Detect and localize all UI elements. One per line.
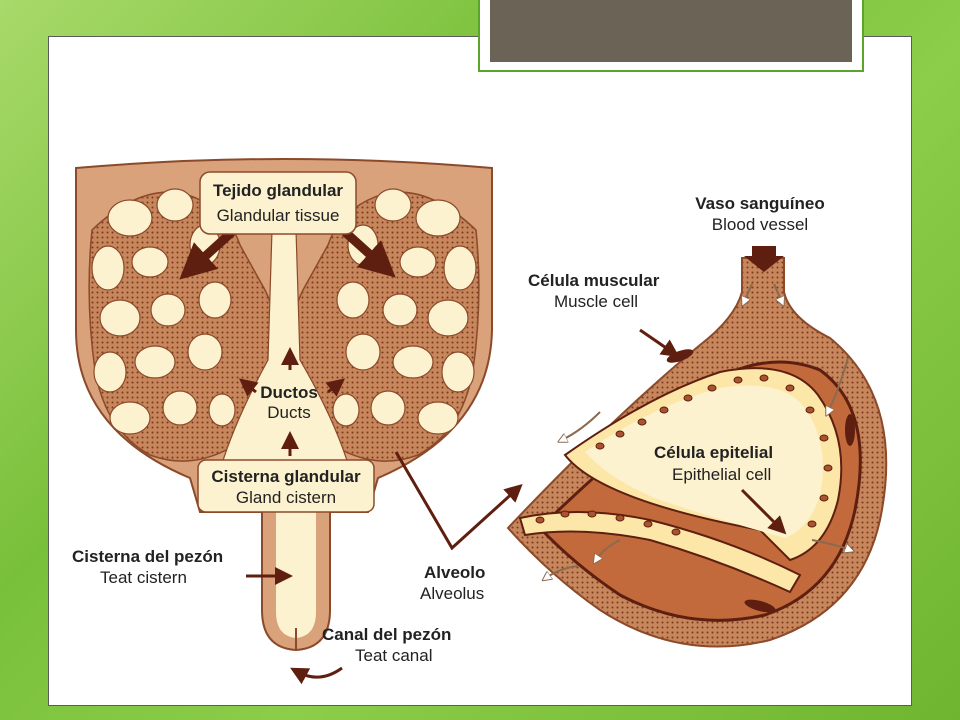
teat-canal-es: Canal del pezón bbox=[322, 625, 451, 644]
label-ducts: Ductos Ducts bbox=[260, 383, 318, 422]
title-bar bbox=[490, 0, 852, 62]
teat-cistern-en: Teat cistern bbox=[100, 568, 187, 587]
glandular-tissue-es: Tejido glandular bbox=[213, 181, 343, 200]
muscle-cell-en: Muscle cell bbox=[554, 292, 638, 311]
label-gland-cistern: Cisterna glandular Gland cistern bbox=[197, 459, 375, 513]
blood-vessel-es: Vaso sanguíneo bbox=[695, 194, 824, 213]
label-alveolus: Alveolo Alveolus bbox=[420, 563, 485, 603]
glandular-lobules-left bbox=[88, 188, 278, 462]
label-muscle-cell: Célula muscular Muscle cell bbox=[528, 271, 660, 311]
arrow-glandular-left bbox=[179, 228, 236, 280]
muscle-cells bbox=[666, 349, 855, 613]
gland-cistern-es: Cisterna glandular bbox=[211, 467, 361, 486]
muscle-cell-es: Célula muscular bbox=[528, 271, 660, 290]
epithelial-cell-es: Célula epitelial bbox=[654, 443, 773, 462]
cell-nuclei bbox=[535, 374, 833, 536]
arrow-epithelial-cell bbox=[740, 488, 787, 535]
blood-vessel-arrow bbox=[744, 246, 784, 272]
teat-cistern-es: Cisterna del pezón bbox=[72, 547, 223, 566]
label-blood-vessel: Vaso sanguíneo Blood vessel bbox=[695, 194, 824, 234]
label-epithelial-cell: Célula epitelial Epithelial cell bbox=[654, 443, 773, 484]
arrow-duct-right bbox=[325, 378, 346, 397]
blood-flow-arrows bbox=[546, 283, 850, 578]
ducts-en: Ducts bbox=[267, 403, 310, 422]
epithelial-cell-en: Epithelial cell bbox=[672, 465, 771, 484]
arrow-alveolus bbox=[394, 451, 523, 551]
alveolus-es: Alveolo bbox=[424, 563, 485, 582]
arrow-duct-left bbox=[238, 378, 259, 397]
gland-cistern-en: Gland cistern bbox=[236, 488, 336, 507]
glandular-tissue-en: Glandular tissue bbox=[217, 206, 340, 225]
label-teat-canal: Canal del pezón Teat canal bbox=[322, 625, 451, 665]
title-placeholder bbox=[478, 0, 864, 72]
ducts-es: Ductos bbox=[260, 383, 318, 402]
alveolus-en: Alveolus bbox=[420, 584, 484, 603]
teat-cistern-lumen bbox=[276, 505, 316, 638]
label-teat-cistern: Cisterna del pezón Teat cistern bbox=[72, 547, 223, 587]
alveolus-section bbox=[506, 246, 888, 648]
epithelial-layer-lower bbox=[518, 511, 802, 594]
blood-vessel-en: Blood vessel bbox=[712, 215, 808, 234]
arrow-teat-canal bbox=[290, 666, 343, 685]
arrow-muscle-cell bbox=[639, 328, 680, 358]
udder-section bbox=[75, 158, 523, 685]
teat-canal-en: Teat canal bbox=[355, 646, 433, 665]
label-glandular-tissue: Tejido glandular Glandular tissue bbox=[199, 171, 357, 235]
arrow-glandular-right bbox=[341, 228, 396, 278]
